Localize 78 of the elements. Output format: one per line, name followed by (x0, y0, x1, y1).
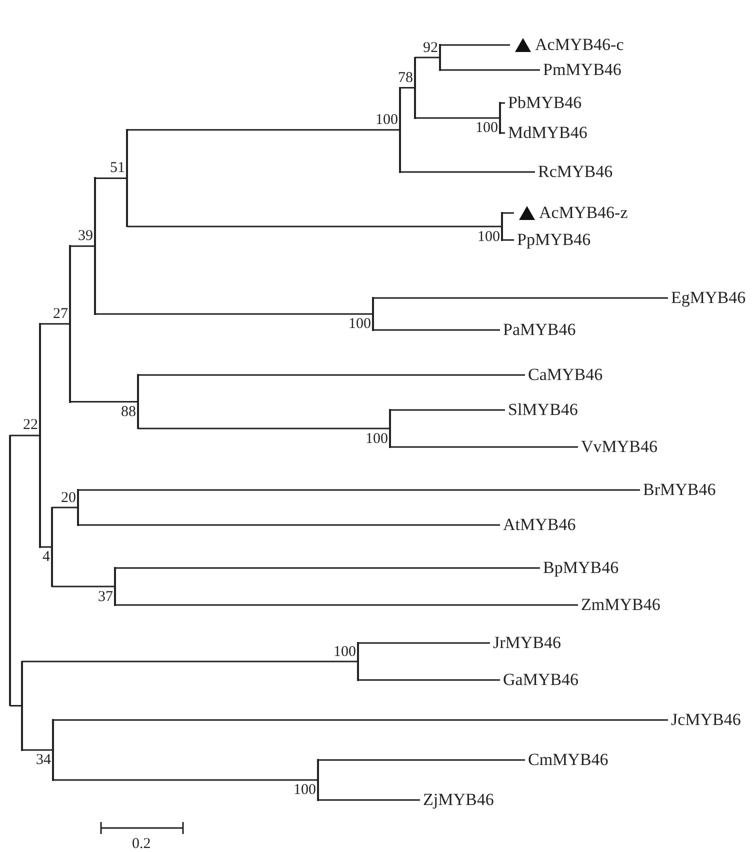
taxon-label: AcMYB46-c (535, 35, 624, 55)
taxon-label: BpMYB46 (543, 558, 619, 578)
taxon-label: PbMYB46 (508, 93, 582, 113)
taxon-label: EgMYB46 (671, 288, 746, 308)
bootstrap-value: 22 (23, 417, 38, 434)
taxon-label: VvMYB46 (581, 437, 658, 457)
bootstrap-value: 51 (110, 160, 125, 176)
branch-line (127, 226, 502, 228)
branch-line (70, 401, 138, 402)
branch-line (95, 177, 127, 179)
bootstrap-value: 100 (366, 430, 388, 446)
bootstrap-value: 100 (294, 782, 316, 798)
branch-line (400, 171, 535, 173)
bootstrap-value: 37 (98, 588, 113, 604)
taxon-label: SlMYB46 (508, 400, 578, 420)
branch-line (70, 245, 95, 247)
branch-line (115, 567, 540, 569)
taxon-label: PaMYB46 (503, 320, 576, 340)
bootstrap-value: 4 (42, 549, 50, 565)
bootstrap-value: 27 (53, 306, 68, 322)
taxon-label: CmMYB46 (528, 750, 608, 770)
taxon-label: MdMYB46 (508, 123, 588, 143)
branch-line (358, 642, 490, 644)
branch-line (10, 434, 40, 436)
bootstrap-value: 100 (348, 316, 371, 332)
branch-line (373, 329, 500, 331)
taxon-label: AcMYB46-z (539, 203, 628, 223)
bootstrap-value: 88 (121, 404, 136, 420)
branch-line (502, 212, 514, 214)
bootstrap-value: 100 (478, 228, 500, 244)
branch-line (400, 87, 415, 88)
taxon-label: RcMYB46 (538, 162, 613, 182)
taxon-label: PpMYB46 (517, 230, 591, 250)
branch-line (440, 69, 540, 71)
bootstrap-value: 20 (61, 490, 76, 506)
bootstrap-value: 78 (398, 70, 413, 86)
branch-line (53, 779, 318, 781)
taxon-label: ZjMYB46 (423, 790, 494, 810)
branch-line (138, 428, 390, 430)
branch-line (22, 749, 53, 751)
branch-line (78, 524, 500, 526)
branch-line (78, 489, 640, 491)
branch-line (53, 719, 668, 721)
taxon-label: JcMYB46 (671, 710, 741, 730)
bootstrap-value: 92 (423, 40, 438, 56)
branch-line (40, 546, 52, 548)
branch-line (390, 409, 505, 411)
bootstrap-value: 100 (376, 112, 398, 128)
branch-line (40, 323, 70, 325)
branch-line (415, 56, 440, 58)
bootstrap-value: 34 (36, 752, 51, 768)
branch-line (358, 679, 500, 681)
branch-line (115, 604, 578, 606)
branch-line (390, 446, 578, 448)
branch-line (373, 297, 668, 299)
branch-line (318, 799, 420, 801)
branch-line (318, 759, 525, 761)
branch-line (52, 506, 78, 508)
branch-line (502, 239, 514, 241)
branch-line (22, 660, 358, 662)
branch-line (95, 313, 373, 315)
taxon-label: JrMYB46 (493, 633, 562, 653)
bootstrap-value: 100 (476, 120, 498, 136)
taxon-label: GaMYB46 (503, 670, 579, 690)
bootstrap-value: 39 (78, 228, 93, 244)
taxon-label: BrMYB46 (643, 480, 716, 500)
scale-label: 0.2 (132, 836, 151, 852)
branch-line (138, 374, 525, 376)
branch-line (10, 705, 22, 706)
bootstrap-value: 100 (334, 644, 356, 660)
branch-line (52, 586, 115, 588)
taxon-label: CaMYB46 (528, 365, 603, 385)
branch-line (127, 129, 400, 131)
taxon-label: ZmMYB46 (581, 595, 660, 615)
branch-line (440, 44, 510, 46)
branch-line (415, 117, 500, 119)
taxon-label: PmMYB46 (543, 60, 622, 80)
taxon-label: AtMYB46 (503, 515, 576, 535)
